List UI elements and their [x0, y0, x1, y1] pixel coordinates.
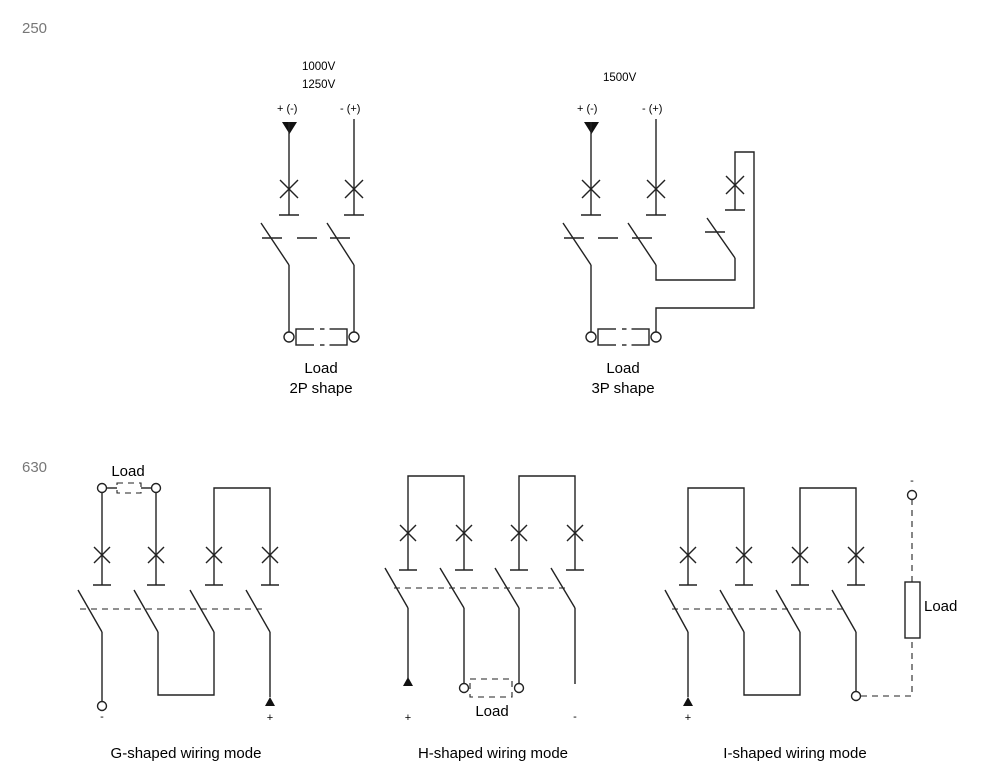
load-label: Load [304, 360, 337, 377]
pole-plus-label: + [405, 712, 411, 724]
fuse-icon [679, 546, 697, 586]
load-resistor-icon [295, 328, 348, 346]
switch-blade-icon [77, 589, 103, 633]
load-resistor-icon [469, 678, 513, 698]
pole-minus-label: - [100, 711, 104, 723]
switch-blade-icon [245, 589, 271, 633]
fuse-icon [147, 546, 165, 586]
fuse-icon [510, 524, 528, 571]
terminal-circle-icon [96, 700, 108, 712]
load-label: Load [606, 360, 639, 377]
diagram-caption: H-shaped wiring mode [418, 745, 568, 762]
section-label-250: 250 [22, 20, 47, 37]
pole-label-left: + (-) [277, 103, 297, 115]
fuse-icon [399, 524, 417, 571]
switch-blade-icon [664, 589, 689, 633]
fuse-icon [791, 546, 809, 586]
fuse-icon [279, 179, 299, 216]
section-label-630: 630 [22, 459, 47, 476]
switch-blade-icon [189, 589, 215, 633]
terminal-circle-icon [850, 690, 862, 702]
load-label: Load [924, 598, 957, 615]
diagram-caption: G-shaped wiring mode [111, 745, 262, 762]
fuse-icon [205, 546, 223, 586]
fuse-icon [261, 546, 279, 586]
fuse-icon [93, 546, 111, 586]
load-resistor-icon [904, 581, 921, 639]
pole-plus-label: + [267, 712, 273, 724]
diagram-caption: 3P shape [591, 380, 654, 397]
load-label: Load [475, 703, 508, 720]
fuse-icon [646, 179, 666, 216]
switch-blade-icon [133, 589, 159, 633]
pole-minus-label: - [910, 475, 914, 487]
switch-blade-icon [706, 217, 736, 259]
diagram-2p-shape: 1000V 1250V + (-) - (+) Load 2P shape [260, 61, 364, 397]
pole-label-right: - (+) [642, 103, 662, 115]
diagram-h-shaped: Load + - H-shaped wiring mode [384, 475, 584, 762]
voltage-label-1000v: 1000V [302, 61, 336, 73]
load-resistor-icon [597, 328, 650, 346]
terminal-circle-icon [96, 482, 108, 494]
terminal-circle-icon [513, 682, 525, 694]
pole-label-left: + (-) [577, 103, 597, 115]
pole-plus-label: + [685, 712, 691, 724]
switch-blade-icon [627, 222, 657, 266]
terminal-circle-icon [150, 482, 162, 494]
terminal-circle-icon [906, 489, 918, 501]
switch-blade-icon [775, 589, 801, 633]
terminal-arrow-icon [265, 697, 275, 706]
load-label: Load [111, 463, 144, 480]
fuse-icon [847, 546, 865, 586]
voltage-label-1250v: 1250V [302, 79, 336, 91]
fuse-icon [725, 175, 745, 211]
terminal-circle-icon [650, 331, 662, 343]
diagram-caption: I-shaped wiring mode [723, 745, 866, 762]
load-resistor-icon [116, 482, 142, 494]
terminal-arrow-icon [683, 697, 693, 706]
diagram-g-shaped: Load - + G-shaped wiring mode [77, 463, 279, 762]
diagram-i-shaped: - Load + I-shaped wiring mode [664, 475, 957, 762]
terminal-circle-icon [458, 682, 470, 694]
fuse-icon [344, 179, 364, 216]
switch-blade-icon [326, 222, 355, 266]
terminal-circle-icon [283, 331, 295, 343]
fuse-icon [581, 179, 601, 216]
pole-minus-label: - [573, 711, 577, 723]
terminal-arrow-icon [403, 677, 413, 686]
terminal-circle-icon [348, 331, 360, 343]
switch-blade-icon [562, 222, 592, 266]
fuse-icon [735, 546, 753, 586]
diagram-3p-shape: 1500V + (-) - (+) [562, 72, 755, 397]
fuse-icon [455, 524, 473, 571]
fuse-icon [566, 524, 584, 571]
diagram-caption: 2P shape [289, 380, 352, 397]
voltage-label-1500v: 1500V [603, 72, 637, 84]
terminal-circle-icon [585, 331, 597, 343]
switch-blade-icon [831, 589, 857, 633]
pole-label-right: - (+) [340, 103, 360, 115]
switch-blade-icon [719, 589, 745, 633]
switch-blade-icon [260, 222, 290, 266]
